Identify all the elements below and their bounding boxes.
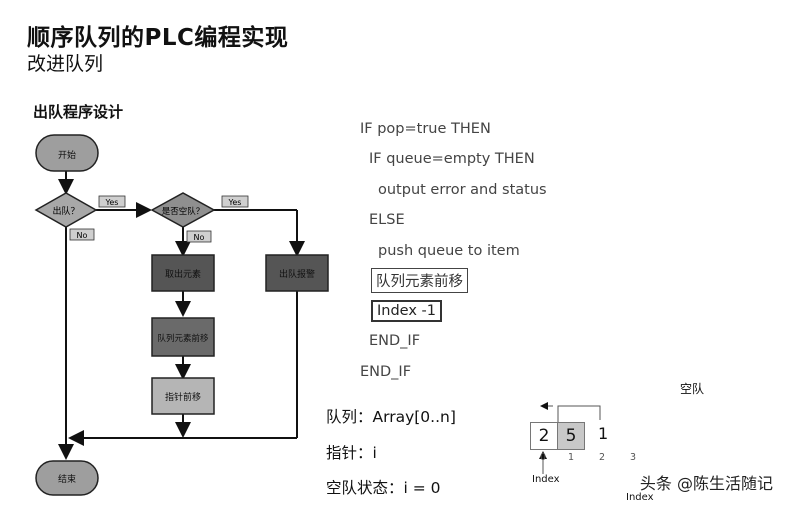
empty-queue-label: 空队 bbox=[680, 382, 705, 396]
no2-label: No bbox=[194, 233, 205, 242]
array-cell-0: 2 bbox=[530, 422, 558, 450]
array-index-3: 3 bbox=[630, 452, 637, 463]
info-queue: 队列：Array[0..n] bbox=[326, 408, 456, 426]
process2-label: 队列元素前移 bbox=[157, 333, 209, 344]
no1-label: No bbox=[77, 231, 88, 240]
code-line-8: END_IF bbox=[369, 333, 421, 349]
code-line-6: 队列元素前移 bbox=[371, 268, 468, 293]
yes1-label: Yes bbox=[105, 198, 119, 207]
process4-label: 出队报警 bbox=[279, 268, 315, 280]
watermark: 头条 @陈生活随记 bbox=[639, 474, 773, 493]
decision2-label: 是否空队？ bbox=[162, 206, 205, 217]
flow-decision-empty: 是否空队？ bbox=[150, 192, 216, 228]
page-subtitle: 改进队列 bbox=[27, 53, 104, 75]
array-cell-1: 5 bbox=[557, 422, 585, 450]
code-line-3: output error and status bbox=[378, 182, 547, 198]
array-cell-2: 1 bbox=[598, 424, 609, 443]
flow-decision-dequeue: 出队？ bbox=[34, 192, 98, 228]
process1-label: 取出元素 bbox=[165, 268, 201, 280]
decision1-label: 出队？ bbox=[52, 205, 79, 217]
flow-process-take: 取出元素 bbox=[151, 254, 215, 292]
index-pointer-label: Index bbox=[532, 474, 560, 485]
code-line-7: Index -1 bbox=[371, 300, 442, 322]
page-title: 顺序队列的PLC编程实现 bbox=[27, 25, 289, 51]
flow-process-shift: 队列元素前移 bbox=[151, 317, 215, 357]
flow-start-label: 开始 bbox=[58, 149, 76, 161]
flow-end: 结束 bbox=[35, 460, 99, 496]
yes2-label: Yes bbox=[228, 198, 242, 207]
flow-process-alarm: 出队报警 bbox=[265, 254, 329, 292]
code-line-1: IF pop=true THEN bbox=[360, 121, 491, 137]
array-index-1: 1 bbox=[568, 452, 575, 463]
code-line-4: ELSE bbox=[369, 212, 405, 228]
info-empty: 空队状态：i = 0 bbox=[326, 479, 441, 497]
array-index-2: 2 bbox=[599, 452, 606, 463]
flow-process-pointer: 指针前移 bbox=[151, 377, 215, 415]
info-pointer: 指针：i bbox=[326, 444, 377, 462]
process3-label: 指针前移 bbox=[165, 391, 201, 403]
code-line-2: IF queue=empty THEN bbox=[369, 151, 535, 167]
flow-end-label: 结束 bbox=[58, 473, 76, 485]
flowchart-title: 出队程序设计 bbox=[33, 103, 124, 121]
code-line-9: END_IF bbox=[360, 364, 412, 380]
array-index-0: 0 bbox=[540, 452, 547, 463]
flow-start: 开始 bbox=[35, 134, 99, 172]
index-pointer-label-2: Index bbox=[626, 492, 654, 503]
code-line-5: push queue to item bbox=[378, 243, 520, 259]
